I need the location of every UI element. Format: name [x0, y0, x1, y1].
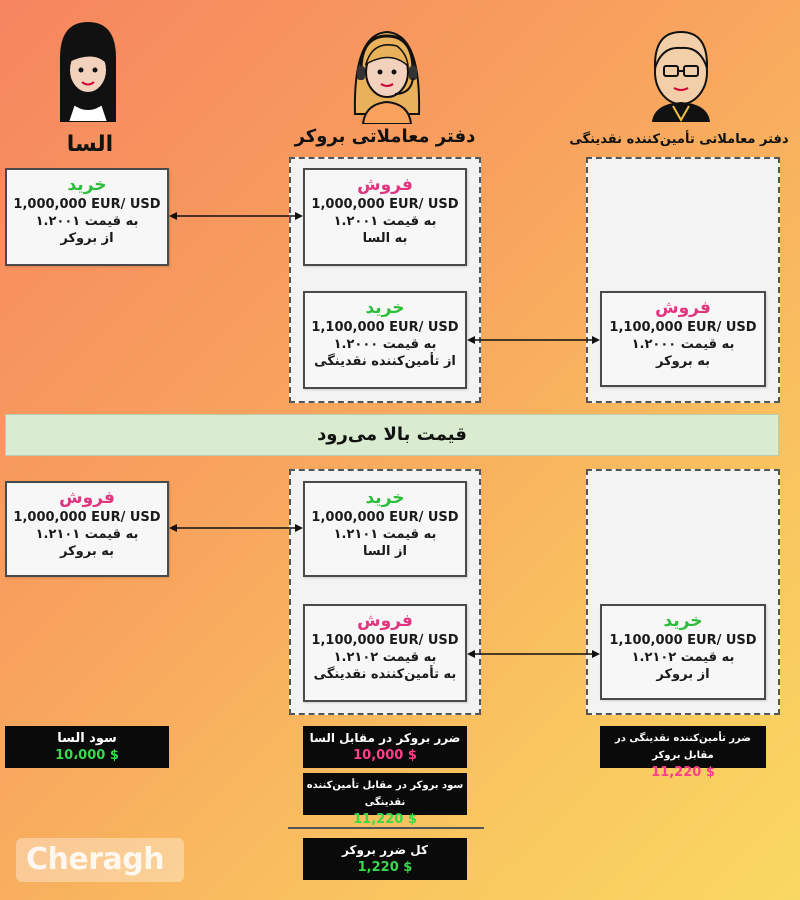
- card-line: 1,000,000 EUR/ USD: [311, 197, 459, 212]
- card-action: خرید: [663, 611, 703, 631]
- broker-sell-card-bottom: فروش 1,100,000 EUR/ USD به قیمت ۱.۲۱۰۲ ب…: [303, 604, 467, 702]
- broker-profit-vs-lp-title: سود بروکر در مقابل تأمین‌کننده نقدینگی: [306, 780, 464, 808]
- card-line: به قیمت ۱.۲۱۰۲: [333, 650, 437, 665]
- card-line: به تأمین‌کننده نقدینگی: [313, 667, 457, 682]
- card-action: خرید: [365, 488, 405, 508]
- broker-title: دفتر معاملاتی بروکر: [294, 126, 476, 147]
- card-line: به بروکر: [60, 544, 114, 559]
- elsa-avatar-icon: [60, 22, 116, 122]
- card-action: فروش: [655, 298, 711, 318]
- card-line: به قیمت ۱.۲۰۰۰: [631, 337, 735, 352]
- card-line: به قیمت ۱.۲۰۰۱: [333, 214, 437, 229]
- price-rises-band: قیمت بالا می‌رود: [5, 414, 779, 456]
- arrow-elsa-broker-top: [169, 212, 303, 220]
- lp-loss-value: 11,220 $: [651, 765, 715, 780]
- broker-buy-card-bottom: خرید 1,000,000 EUR/ USD به قیمت ۱.۲۱۰۱ ا…: [303, 481, 467, 577]
- card-line: 1,100,000 EUR/ USD: [311, 633, 459, 648]
- card-line: به قیمت ۱.۲۱۰۲: [631, 650, 735, 665]
- card-line: به قیمت ۱.۲۱۰۱: [35, 527, 139, 542]
- lp-title: دفتر معاملاتی تأمین‌کننده نقدینگی: [569, 132, 789, 147]
- card-action: خرید: [365, 298, 405, 318]
- card-line: به قیمت ۱.۲۰۰۰: [333, 337, 437, 352]
- card-action: فروش: [357, 611, 413, 631]
- lp-loss-box: ضرر تأمین‌کننده نقدینگی در مقابل بروکر 1…: [600, 726, 766, 780]
- card-action: فروش: [357, 175, 413, 195]
- separator-line: [288, 827, 484, 829]
- broker-buy-card: خرید 1,100,000 EUR/ USD به قیمت ۱.۲۰۰۰ ا…: [303, 291, 467, 389]
- lp-loss-title: ضرر تأمین‌کننده نقدینگی در مقابل بروکر: [615, 733, 751, 761]
- broker-profit-vs-lp-value: 11,220 $: [353, 812, 417, 827]
- lp-sell-card: فروش 1,100,000 EUR/ USD به قیمت ۱.۲۰۰۰ ب…: [600, 291, 766, 387]
- card-line: به قیمت ۱.۲۰۰۱: [35, 214, 139, 229]
- broker-loss-vs-elsa-value: 10,000 $: [353, 748, 417, 763]
- card-line: 1,000,000 EUR/ USD: [311, 510, 459, 525]
- card-action: فروش: [59, 488, 115, 508]
- card-line: از تأمین‌کننده نقدینگی: [314, 354, 456, 369]
- broker-total-loss-value: 1,220 $: [357, 860, 413, 875]
- elsa-profit-value: 10،000 $: [55, 748, 119, 763]
- lp-buy-card: خرید 1,100,000 EUR/ USD به قیمت ۱.۲۱۰۲ ا…: [600, 604, 766, 700]
- arrow-elsa-broker-bottom: [169, 524, 303, 532]
- card-line: 1,100,000 EUR/ USD: [311, 320, 459, 335]
- broker-loss-vs-elsa-box: ضرر بروکر در مقابل السا 10,000 $: [303, 726, 467, 768]
- card-line: به قیمت ۱.۲۱۰۱: [333, 527, 437, 542]
- arrow-broker-lp-top: [467, 336, 600, 344]
- lp-avatar-icon: [652, 30, 710, 122]
- broker-avatar-icon: [353, 30, 421, 124]
- elsa-profit-box: سود السا 10،000 $: [5, 726, 169, 768]
- elsa-title: السا: [66, 132, 114, 157]
- card-line: از السا: [363, 544, 407, 559]
- broker-loss-vs-elsa-title: ضرر بروکر در مقابل السا: [309, 731, 461, 745]
- card-line: 1,100,000 EUR/ USD: [609, 633, 757, 648]
- card-line: 1,100,000 EUR/ USD: [609, 320, 757, 335]
- card-line: 1,000,000 EUR/ USD: [13, 197, 161, 212]
- elsa-sell-card: فروش 1,000,000 EUR/ USD به قیمت ۱.۲۱۰۱ ب…: [5, 481, 169, 577]
- card-line: از بروکر: [60, 231, 114, 246]
- arrow-broker-lp-bottom: [467, 650, 600, 658]
- card-line: به السا: [362, 231, 408, 246]
- card-line: به بروکر: [656, 354, 710, 369]
- card-line: 1,000,000 EUR/ USD: [13, 510, 161, 525]
- elsa-buy-card: خرید 1,000,000 EUR/ USD به قیمت ۱.۲۰۰۱ ا…: [5, 168, 169, 266]
- elsa-profit-title: سود السا: [57, 731, 117, 746]
- card-line: از بروکر: [656, 667, 710, 682]
- broker-total-loss-title: کل ضرر بروکر: [342, 843, 428, 857]
- card-action: خرید: [67, 175, 107, 195]
- cheragh-logo: Cheragh: [16, 838, 184, 882]
- broker-profit-vs-lp-box: سود بروکر در مقابل تأمین‌کننده نقدینگی 1…: [303, 773, 467, 827]
- broker-sell-card: فروش 1,000,000 EUR/ USD به قیمت ۱.۲۰۰۱ ب…: [303, 168, 467, 266]
- broker-total-loss-box: کل ضرر بروکر 1,220 $: [303, 838, 467, 880]
